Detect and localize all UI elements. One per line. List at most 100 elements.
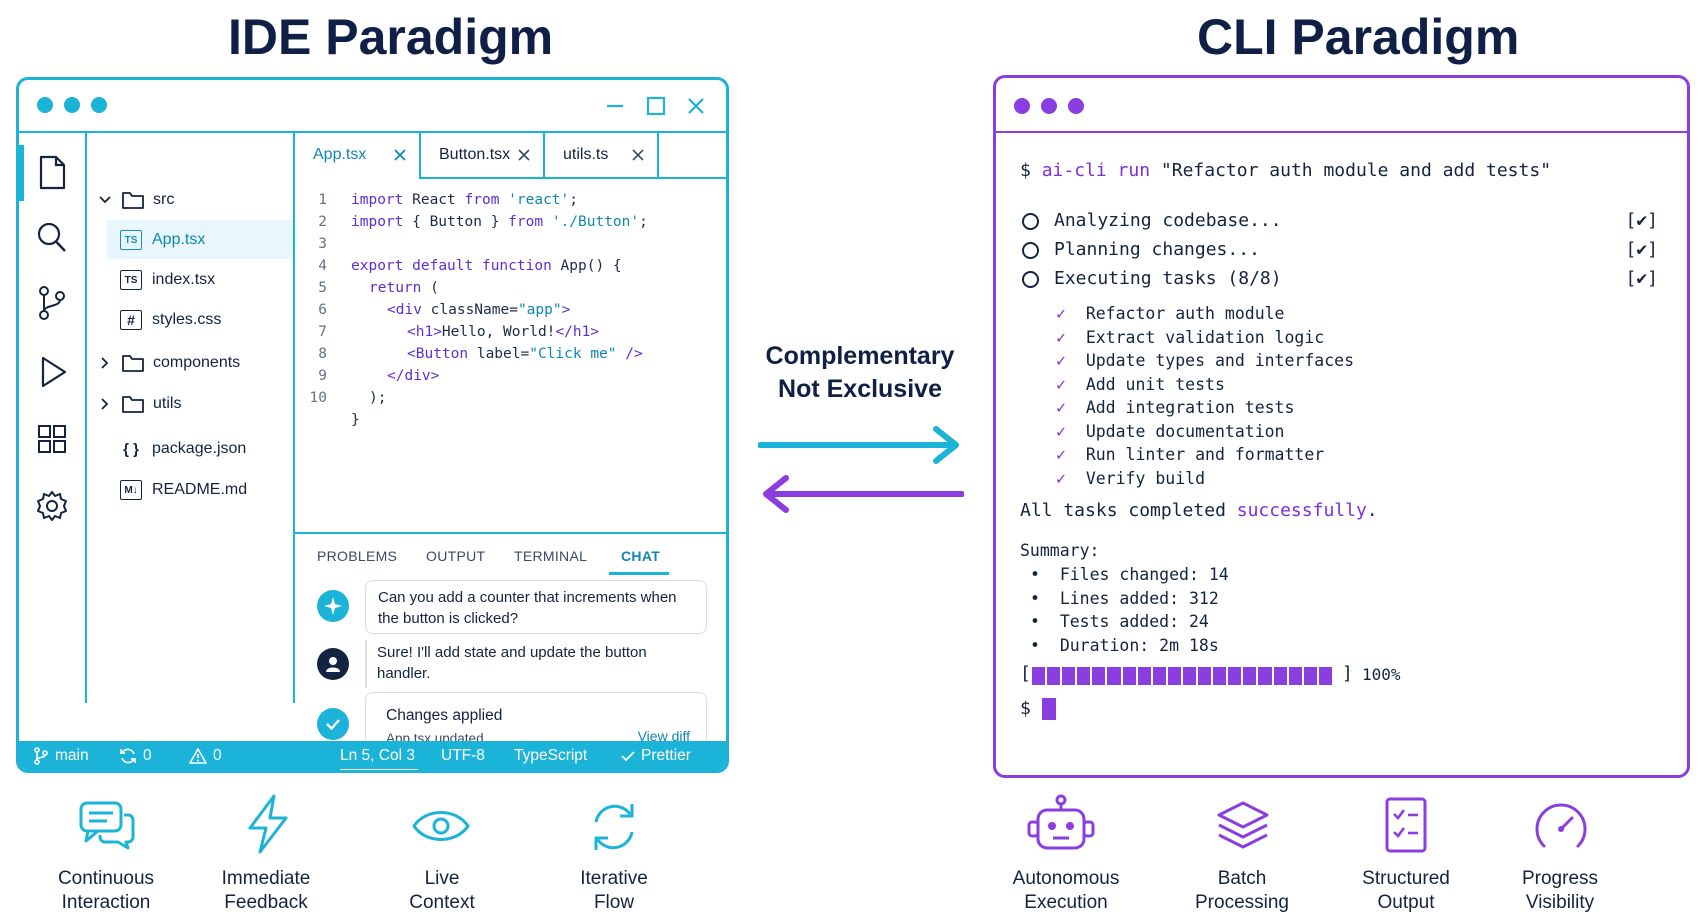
close-icon[interactable] [631,148,645,162]
summary-item: • Lines added: 312 [1030,588,1219,608]
progress-track [1032,667,1332,685]
file-label: App.tsx [152,231,206,248]
progress-percent: 100% [1362,665,1401,684]
progress-block [1047,667,1061,685]
summary-list: • Files changed: 14 • Lines added: 312 •… [1030,565,1229,659]
terminal-command: $ ai-cli run "Refactor auth module and a… [1020,160,1552,181]
folder-utils[interactable]: utils [97,384,181,424]
progress-block [1137,667,1151,685]
phase-row: Planning changes... [✔] [1020,238,1670,264]
window-dot[interactable] [1041,98,1057,114]
completion-message: All tasks completed successfully. [1020,500,1378,521]
tab-label: utils.ts [563,146,609,163]
status-branch[interactable]: main [33,747,89,765]
task-item: ✓ Update types and interfaces [1056,351,1355,370]
panel-divider [295,532,726,534]
git-branch-icon[interactable] [37,285,67,321]
tab-chat[interactable]: CHAT [621,548,661,564]
typescript-icon: TS [120,270,142,290]
editor-tabs: App.tsx Button.tsx utils.ts [295,133,726,179]
check-circle-icon [317,708,349,740]
phase-status: [✔] [1625,268,1658,289]
json-icon: { } [123,440,139,458]
minimize-icon[interactable] [605,96,625,116]
file-label: styles.css [152,311,222,328]
folder-src[interactable]: src [97,180,174,220]
folder-label: src [153,191,175,208]
complementary-caption: Complementary Not Exclusive [740,340,980,406]
ide-paradigm-title: IDE Paradigm [228,9,554,65]
window-dot[interactable] [1068,98,1084,114]
cli-paradigm-title: CLI Paradigm [1197,9,1520,65]
file-readme-md[interactable]: M↓ README.md [120,470,247,510]
progress-block [1122,667,1136,685]
summary-item: • Tests added: 24 [1030,612,1209,631]
phase-row: Executing tasks (8/8) [✔] [1020,267,1670,293]
file-styles-css[interactable]: # styles.css [120,300,221,340]
status-encoding[interactable]: UTF-8 [441,747,485,764]
folder-icon [122,192,144,209]
tab-button-tsx[interactable]: Button.tsx [421,133,543,177]
status-sync[interactable]: 0 [119,747,152,765]
phase-label: Planning changes... [1054,239,1260,260]
window-dot[interactable] [64,97,80,113]
tab-problems[interactable]: PROBLEMS [317,548,398,564]
phase-status: [✔] [1625,210,1658,231]
close-icon[interactable] [517,148,531,162]
tab-divider [543,133,545,179]
phase-circle-icon [1022,242,1039,259]
gear-icon[interactable] [35,489,69,523]
extensions-icon[interactable] [37,423,67,455]
task-item: ✓ Run linter and formatter [1056,445,1325,464]
changes-applied-title: Changes applied [386,707,503,724]
run-icon[interactable] [39,355,69,389]
status-warnings[interactable]: 0 [189,747,222,765]
folder-components[interactable]: components [97,343,240,383]
explorer-divider [293,133,295,703]
progress-block [1032,667,1046,685]
progress-block [1318,667,1332,685]
progress-block [1107,667,1121,685]
tab-label: App.tsx [313,146,367,163]
progress-block [1228,667,1242,685]
user-avatar-icon [317,648,349,680]
progress-block [1213,667,1227,685]
file-label: package.json [152,440,247,457]
tab-bar-underline [421,177,726,179]
window-dot[interactable] [91,97,107,113]
file-label: README.md [152,481,248,498]
layers-icon [1217,801,1269,849]
status-cursor-position[interactable]: Ln 5, Col 3 [340,747,415,764]
status-language[interactable]: TypeScript [514,747,588,764]
search-icon[interactable] [36,221,68,255]
terminal-prompt: $ [1020,698,1031,719]
arrow-right-icon [758,426,959,464]
cycle-arrows-icon [594,804,634,850]
close-icon[interactable] [686,96,706,116]
check-icon [621,751,635,762]
title-divider [996,131,1687,133]
terminal-cursor[interactable] [1042,698,1056,720]
tab-utils-ts[interactable]: utils.ts [545,133,657,177]
chevron-right-icon [101,357,109,369]
task-item: ✓ Update documentation [1056,421,1285,441]
close-icon[interactable] [393,148,407,162]
tab-output[interactable]: OUTPUT [426,548,486,564]
file-package-json[interactable]: { } package.json [120,429,246,469]
maximize-icon[interactable] [646,96,666,116]
caption-line-2: Not Exclusive [778,375,942,403]
window-dot[interactable] [1014,98,1030,114]
file-icon[interactable] [36,155,68,191]
file-label: index.tsx [152,271,216,288]
tab-terminal[interactable]: TERMINAL [514,548,588,564]
tab-app-tsx[interactable]: App.tsx [295,133,419,177]
window-dot[interactable] [37,97,53,113]
checklist-icon [1385,797,1427,853]
view-diff-link[interactable]: View diff [637,728,690,744]
status-formatter[interactable]: Prettier [621,747,691,765]
file-index-tsx[interactable]: TS index.tsx [120,260,215,300]
file-app-tsx[interactable]: TS App.tsx [120,220,205,260]
